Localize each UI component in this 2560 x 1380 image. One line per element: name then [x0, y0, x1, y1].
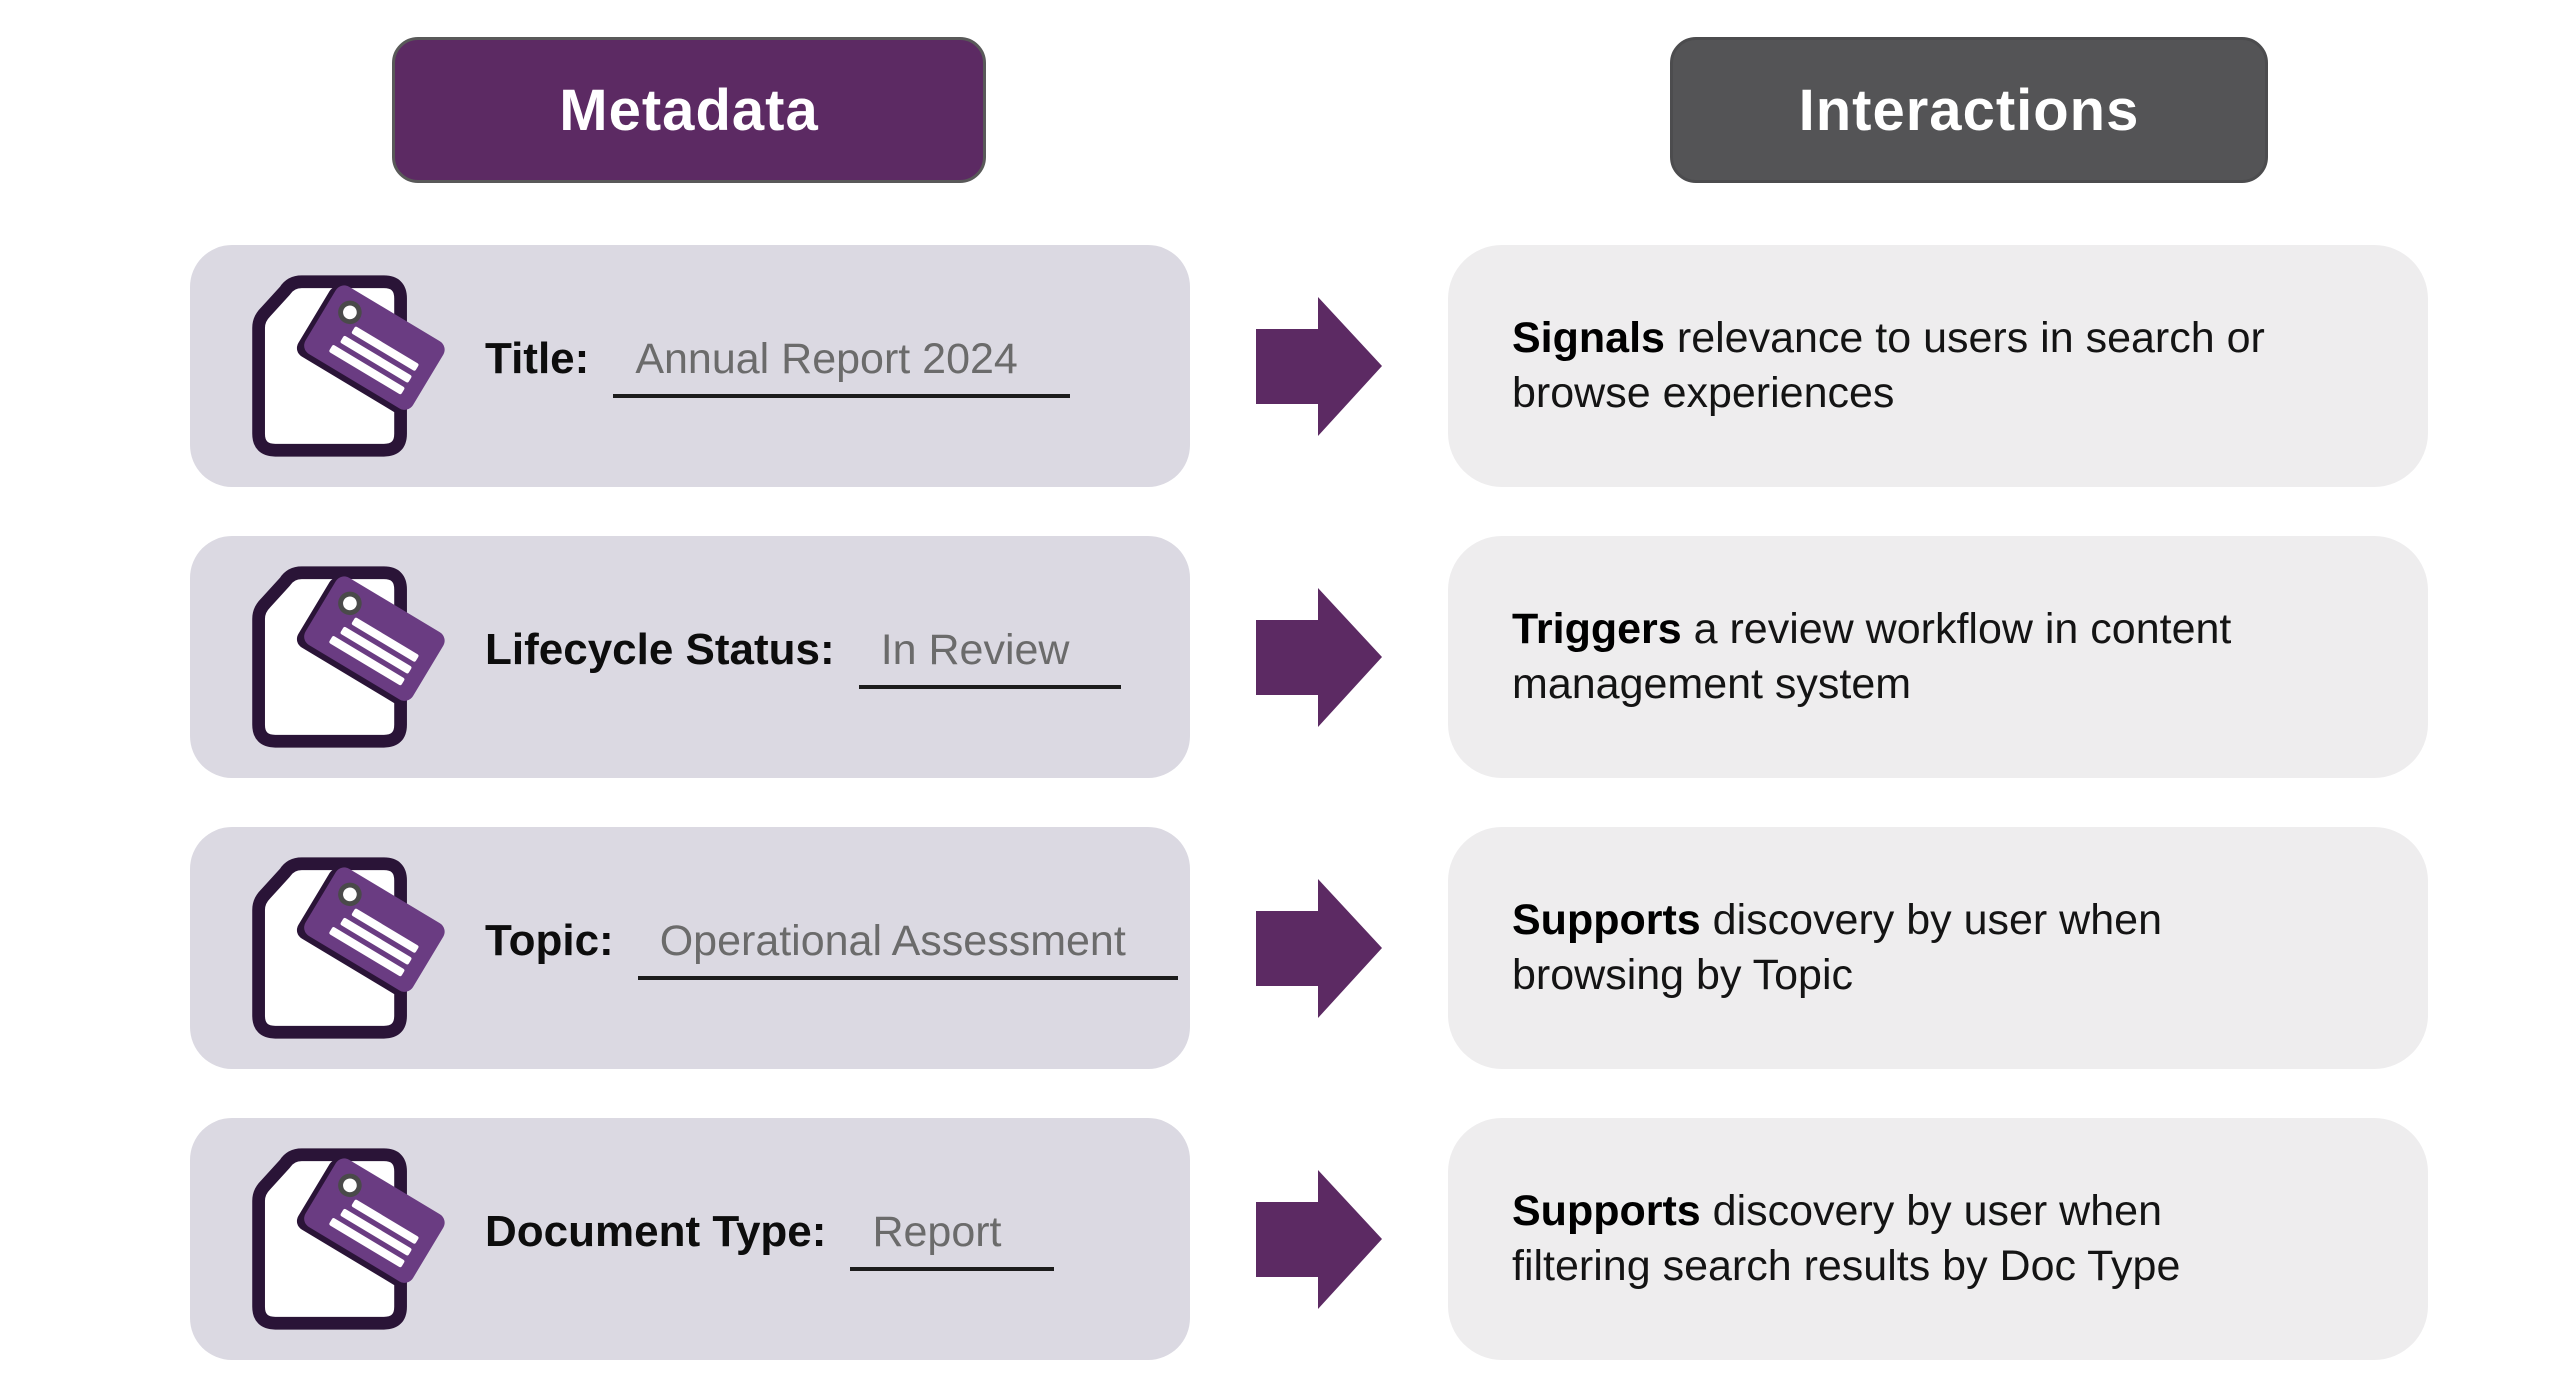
interaction-text: Supports discovery by user when browsing…: [1512, 893, 2162, 1003]
diagram-rows: Title: Annual Report 2024 Signals releva…: [190, 245, 2428, 1360]
right-arrow-icon: [1256, 878, 1382, 1018]
interaction-keyword: Supports: [1512, 896, 1701, 944]
interactions-header-badge: Interactions: [1670, 37, 2268, 183]
right-arrow-icon: [1256, 296, 1382, 436]
document-tag-icon: [252, 566, 445, 748]
field-value: Annual Report 2024: [613, 335, 1070, 398]
interaction-card: Triggers a review workflow in content ma…: [1448, 536, 2428, 778]
metadata-field: Document Type: Report: [485, 1207, 1054, 1271]
metadata-header-badge: Metadata: [392, 37, 986, 183]
interaction-keyword: Signals: [1512, 314, 1665, 362]
arrow-zone: [1190, 536, 1448, 778]
interaction-card: Supports discovery by user when filterin…: [1448, 1118, 2428, 1360]
interaction-card: Signals relevance to users in search or …: [1448, 245, 2428, 487]
metadata-field: Title: Annual Report 2024: [485, 334, 1070, 398]
arrow-zone: [1190, 827, 1448, 1069]
field-value: In Review: [858, 626, 1122, 689]
metadata-row-lifecycle-status: Lifecycle Status: In Review Triggers a r…: [190, 536, 2428, 778]
metadata-field: Topic: Operational Assessment: [485, 916, 1178, 980]
interaction-text: Signals relevance to users in search or …: [1512, 311, 2265, 421]
interaction-card: Supports discovery by user when browsing…: [1448, 827, 2428, 1069]
field-value: Operational Assessment: [637, 917, 1178, 980]
field-label: Title:: [485, 334, 590, 383]
interaction-text: Supports discovery by user when filterin…: [1512, 1184, 2180, 1294]
interaction-keyword: Triggers: [1512, 605, 1682, 653]
arrow-zone: [1190, 245, 1448, 487]
metadata-card: Topic: Operational Assessment: [190, 827, 1190, 1069]
metadata-field: Lifecycle Status: In Review: [485, 625, 1122, 689]
metadata-card: Title: Annual Report 2024: [190, 245, 1190, 487]
metadata-row-title: Title: Annual Report 2024 Signals releva…: [190, 245, 2428, 487]
field-label: Topic:: [485, 916, 614, 965]
right-arrow-icon: [1256, 587, 1382, 727]
document-tag-icon: [252, 275, 445, 457]
interaction-description: a review workflow in content management …: [1512, 605, 2232, 708]
metadata-card: Document Type: Report: [190, 1118, 1190, 1360]
field-label: Document Type:: [485, 1207, 827, 1256]
interaction-description: discovery by user when filtering search …: [1512, 1187, 2181, 1290]
field-value: Report: [850, 1208, 1054, 1271]
arrow-zone: [1190, 1118, 1448, 1360]
right-arrow-icon: [1256, 1169, 1382, 1309]
document-tag-icon: [252, 1148, 445, 1330]
interaction-description: discovery by user when browsing by Topic: [1512, 896, 2162, 999]
interaction-text: Triggers a review workflow in content ma…: [1512, 602, 2231, 712]
metadata-row-document-type: Document Type: Report Supports discovery…: [190, 1118, 2428, 1360]
interaction-keyword: Supports: [1512, 1187, 1701, 1235]
metadata-card: Lifecycle Status: In Review: [190, 536, 1190, 778]
interaction-description: relevance to users in search or browse e…: [1512, 314, 2265, 417]
field-label: Lifecycle Status:: [485, 625, 835, 674]
metadata-row-topic: Topic: Operational Assessment Supports d…: [190, 827, 2428, 1069]
interactions-header-label: Interactions: [1798, 77, 2140, 143]
document-tag-icon: [252, 857, 445, 1039]
metadata-header-label: Metadata: [559, 77, 819, 143]
